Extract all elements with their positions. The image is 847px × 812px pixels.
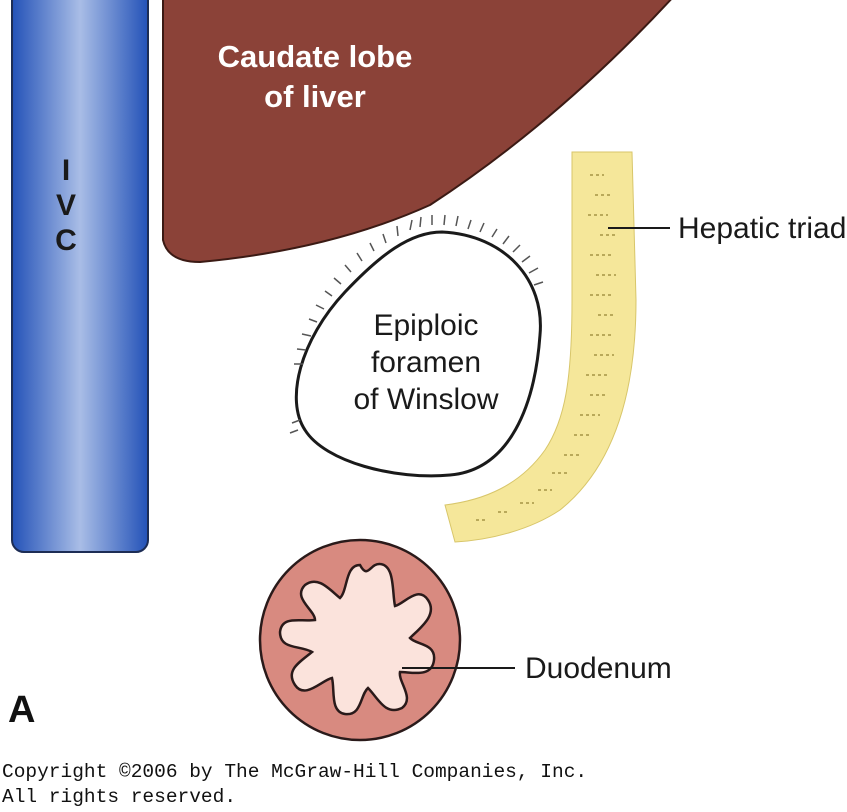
foramen-label-line3: of Winslow bbox=[353, 383, 498, 416]
caudate-lobe-label-line1: Caudate lobe bbox=[218, 39, 413, 74]
foramen-label-line1: Epiploic bbox=[373, 309, 478, 342]
copyright-line-1: Copyright ©2006 by The McGraw-Hill Compa… bbox=[2, 761, 588, 783]
duodenum-lumen bbox=[278, 562, 436, 716]
foramen-hatching bbox=[289, 214, 544, 434]
panel-letter: A bbox=[8, 689, 35, 731]
hepatic-triad: Hepatic triad bbox=[444, 151, 846, 543]
foramen-label-line2: foramen bbox=[371, 346, 481, 379]
hepatic-triad-stippling bbox=[476, 174, 618, 521]
duodenum: Duodenum bbox=[258, 538, 672, 742]
caudate-lobe-label-line2: of liver bbox=[264, 79, 366, 114]
epiploic-foramen: Epiploic foramen of Winslow bbox=[289, 214, 544, 478]
ivc-label-i: I bbox=[62, 154, 70, 187]
ivc-label-v: V bbox=[56, 189, 76, 222]
ivc-vessel: I V C bbox=[11, 0, 149, 553]
copyright-line-2: All rights reserved. bbox=[2, 786, 237, 808]
caudate-lobe: Caudate lobe of liver bbox=[162, 0, 672, 264]
ivc-label-c: C bbox=[55, 224, 77, 257]
hepatic-triad-label: Hepatic triad bbox=[678, 212, 846, 245]
duodenum-label: Duodenum bbox=[525, 652, 672, 685]
